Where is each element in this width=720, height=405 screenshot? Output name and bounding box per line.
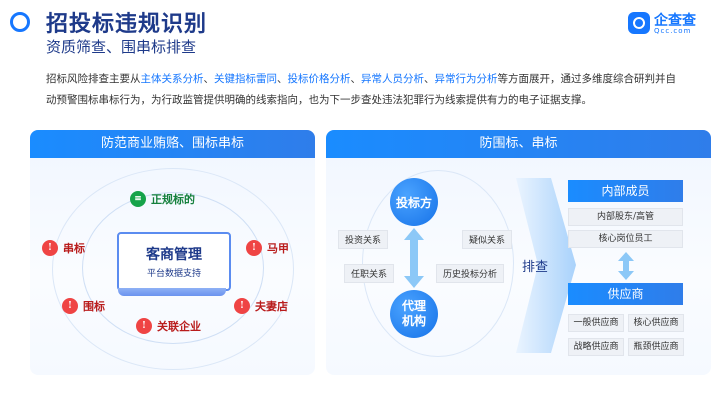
merchant-management-monitor: 客商管理 平台数据支持 xyxy=(117,232,231,291)
warning-doc-icon: ! xyxy=(234,298,250,314)
document-icon: ≡ xyxy=(130,191,146,207)
bidirectional-arrow-icon xyxy=(404,228,424,288)
item-bid-rigging: ! 围标 xyxy=(62,298,105,314)
page-title: 招投标违规识别 xyxy=(46,12,208,37)
intro-highlight: 主体关系分析 xyxy=(140,73,204,85)
logo-text: 企查查 xyxy=(654,13,696,29)
warning-doc-icon: ! xyxy=(136,318,152,334)
center-title: 客商管理 xyxy=(146,247,202,263)
monitor-base xyxy=(118,288,226,296)
item-label: 夫妻店 xyxy=(255,300,288,313)
item-related-company: ! 关联企业 xyxy=(136,318,201,334)
item-label: 马甲 xyxy=(267,242,289,255)
intro-sep: 、 xyxy=(277,73,288,85)
item-couple-shop: ! 夫妻店 xyxy=(234,298,288,314)
supplier-item: 瓶颈供应商 xyxy=(628,338,684,356)
item-regular-tender: ≡ 正规标的 xyxy=(130,191,195,207)
intro-text: 等方面展开，通过多维度综合研判并自动预警围标串标行为，为行政监管提供明确的线索指… xyxy=(46,73,676,106)
intro-highlight: 关键指标雷同 xyxy=(214,73,277,85)
item-collusion: ! 串标 xyxy=(42,240,85,256)
bidder-node: 投标方 xyxy=(390,178,438,226)
internal-item: 内部股东/高管 xyxy=(568,208,683,226)
agent-label-1: 代理 xyxy=(401,299,426,313)
check-arrow-icon xyxy=(516,178,576,353)
item-label: 围标 xyxy=(83,300,105,313)
agent-node: 代理机构 xyxy=(390,290,438,338)
warning-doc-icon: ! xyxy=(246,240,262,256)
center-subtitle: 平台数据支持 xyxy=(146,269,201,279)
warning-doc-icon: ! xyxy=(62,298,78,314)
tag-history-analysis: 历史投标分析 xyxy=(436,264,505,283)
tag-suspect-relation: 疑似关系 xyxy=(462,230,513,249)
item-proxy: ! 马甲 xyxy=(246,240,289,256)
check-label: 排查 xyxy=(522,260,549,275)
item-label: 正规标的 xyxy=(151,193,195,206)
intro-text: 招标风险排查主要从 xyxy=(46,73,141,85)
item-label: 关联企业 xyxy=(157,320,201,333)
qcc-logo-icon xyxy=(628,12,650,34)
agent-label-2: 机构 xyxy=(401,314,426,328)
left-panel-header: 防范商业贿赂、围标串标 xyxy=(30,130,315,158)
supplier-header: 供应商 xyxy=(568,283,683,305)
right-panel-header: 防围标、串标 xyxy=(326,130,711,158)
intro-sep: 、 xyxy=(424,73,435,85)
intro-sep: 、 xyxy=(203,73,215,85)
outer-ring xyxy=(52,168,294,370)
intro-highlight: 投标价格分析 xyxy=(287,73,351,85)
intro-sep: 、 xyxy=(350,73,362,85)
title-ring-icon xyxy=(10,12,30,32)
warning-doc-icon: ! xyxy=(42,240,58,256)
intro-paragraph: 招标风险排查主要从主体关系分析、关键指标雷同、投标价格分析、异常人员分析、异常行… xyxy=(46,69,686,111)
supplier-item: 核心供应商 xyxy=(628,314,684,332)
inner-ring xyxy=(82,192,264,344)
intro-highlight: 异常人员分析 xyxy=(361,73,424,85)
intro-highlight: 异常行为分析 xyxy=(434,73,498,85)
page-subtitle: 资质筛查、围串标排查 xyxy=(46,38,197,56)
relation-ring xyxy=(362,170,514,357)
tag-position-relation: 任职关系 xyxy=(344,264,395,283)
logo-subtext: Qcc.com xyxy=(654,27,692,35)
internal-item: 核心岗位员工 xyxy=(568,230,683,248)
supplier-item: 一般供应商 xyxy=(568,314,624,332)
tag-invest-relation: 投资关系 xyxy=(338,230,389,249)
supplier-item: 战略供应商 xyxy=(568,338,624,356)
item-label: 串标 xyxy=(63,242,85,255)
bidirectional-arrow-icon xyxy=(618,252,634,280)
internal-members-header: 内部成员 xyxy=(568,180,683,202)
